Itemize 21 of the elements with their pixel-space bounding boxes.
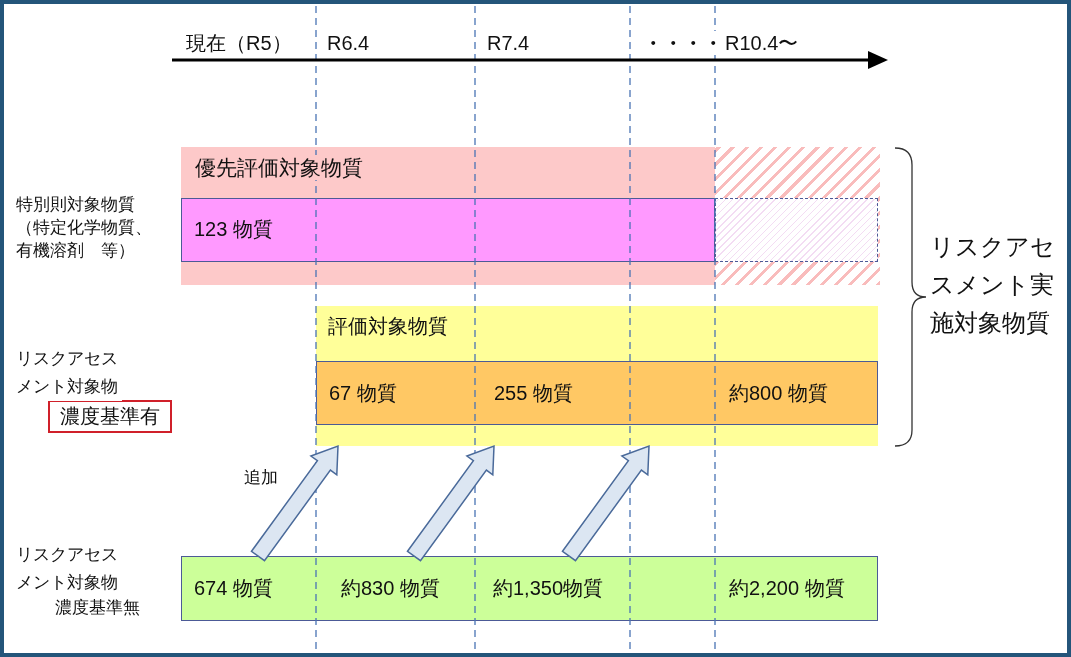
criteria-box: 濃度基準有 xyxy=(48,400,172,433)
block-arrow xyxy=(250,444,339,562)
row-label: 濃度基準無 xyxy=(55,598,140,619)
block-arrow xyxy=(406,444,495,562)
bar-label: 約830 物質 xyxy=(341,576,440,600)
evaluation-band xyxy=(316,306,878,446)
bar-label: 674 物質 xyxy=(194,576,273,600)
bar-label: 約2,200 物質 xyxy=(729,576,845,600)
band-title: 優先評価対象物質 xyxy=(195,155,363,181)
priority-band xyxy=(181,147,880,285)
bar-label: 67 物質 xyxy=(329,381,397,405)
bar-label: 123 物質 xyxy=(194,217,273,241)
bar-label: 255 物質 xyxy=(494,381,573,405)
block-arrow xyxy=(561,444,650,562)
substance-bar xyxy=(181,556,878,621)
substance-bar xyxy=(181,198,715,262)
substance-bar xyxy=(316,361,878,425)
bar-label: 約1,350物質 xyxy=(493,576,604,600)
dashed-box xyxy=(715,198,878,262)
band-title: 評価対象物質 xyxy=(328,314,448,338)
bar-label: 約800 物質 xyxy=(729,381,828,405)
